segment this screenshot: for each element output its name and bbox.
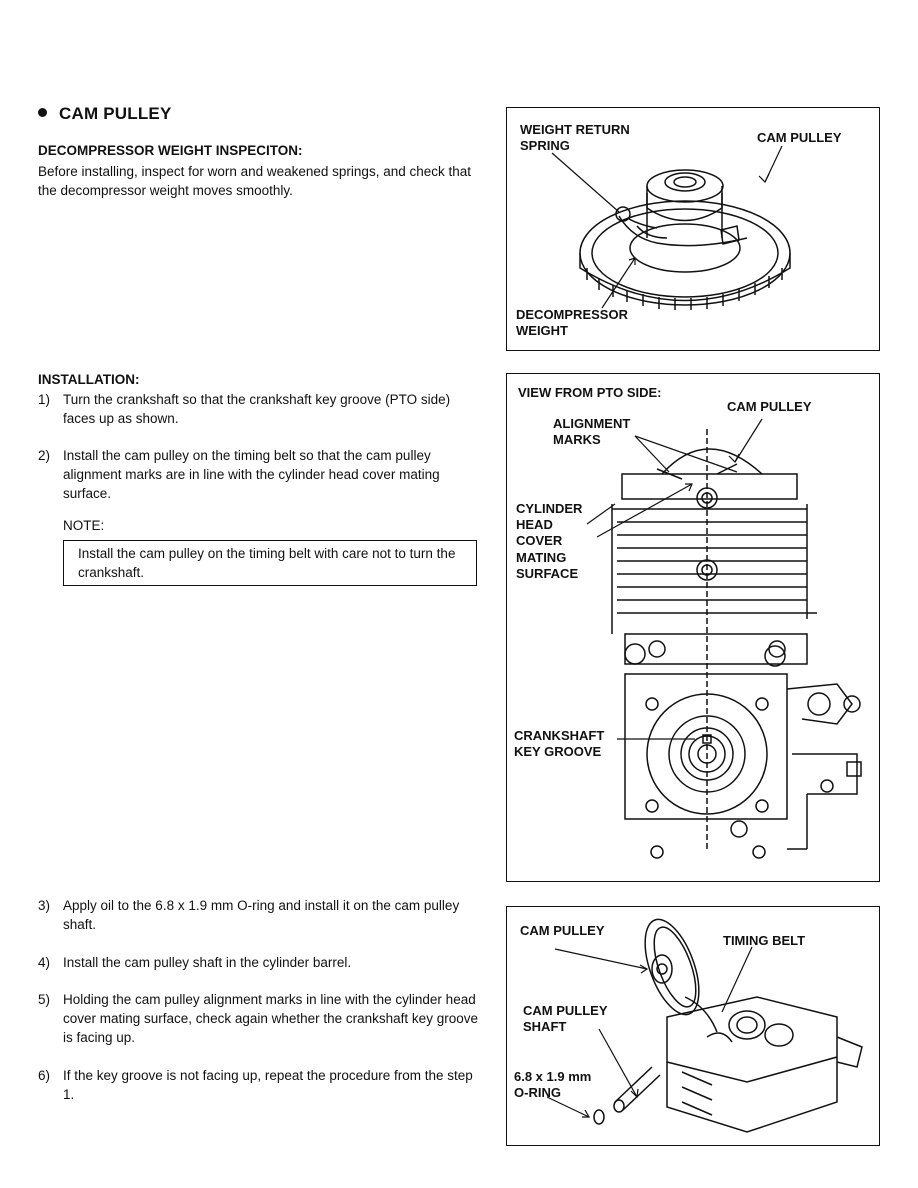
- step-3: 3) Apply oil to the 6.8 x 1.9 mm O-ring …: [38, 896, 478, 934]
- figure-shaft-install: CAM PULLEY TIMING BELT CAM PULLEY SHAFT …: [506, 906, 880, 1146]
- label-timing-belt: TIMING BELT: [723, 933, 806, 948]
- label-cam-pulley: CAM PULLEY: [727, 399, 812, 414]
- label-cam-pulley-shaft-2: SHAFT: [523, 1019, 567, 1034]
- note-box: Install the cam pulley on the timing bel…: [63, 540, 477, 586]
- step-text: Holding the cam pulley alignment marks i…: [63, 992, 478, 1045]
- label-cylinder-head-cover: CYLINDER: [516, 501, 583, 516]
- section-title: CAM PULLEY: [59, 104, 172, 123]
- label-view-from-pto: VIEW FROM PTO SIDE:: [518, 385, 662, 400]
- installation-steps: 1) Turn the crankshaft so that the crank…: [38, 0, 478, 1188]
- label-decompressor-weight-2: WEIGHT: [516, 323, 568, 338]
- label-mating-surface-2: SURFACE: [516, 566, 579, 581]
- label-alignment-marks-2: MARKS: [553, 432, 601, 447]
- step-number: 2): [38, 448, 51, 463]
- step-text: Turn the crankshaft so that the cranksha…: [63, 392, 451, 426]
- step-5: 5) Holding the cam pulley alignment mark…: [38, 990, 478, 1047]
- step-number: 4): [38, 955, 51, 970]
- cam-pulley-drawing: [551, 145, 791, 310]
- label-cam-pulley: CAM PULLEY: [520, 923, 605, 938]
- figure-pto-view: VIEW FROM PTO SIDE: CAM PULLEY ALIGNMENT…: [506, 373, 880, 882]
- label-cam-pulley: CAM PULLEY: [757, 130, 842, 145]
- label-alignment-marks: ALIGNMENT: [553, 416, 631, 431]
- label-crankshaft-key-groove-2: KEY GROOVE: [514, 744, 602, 759]
- step-text: Install the cam pulley on the timing bel…: [63, 448, 440, 501]
- figure-decompressor: WEIGHT RETURN SPRING CAM PULLEY DECOMPRE…: [506, 107, 880, 351]
- step-text: Apply oil to the 6.8 x 1.9 mm O-ring and…: [63, 898, 460, 932]
- inspection-body: Before installing, inspect for worn and …: [38, 164, 472, 198]
- step-6: 6) If the key groove is not facing up, r…: [38, 1066, 478, 1104]
- step-number: 6): [38, 1068, 51, 1083]
- step-2: 2) Install the cam pulley on the timing …: [38, 446, 478, 503]
- bullet-icon: [38, 108, 47, 118]
- step-4: 4) Install the cam pulley shaft in the c…: [38, 953, 478, 972]
- label-decompressor-weight: DECOMPRESSOR: [516, 307, 628, 322]
- engine-pto-drawing: [586, 418, 862, 859]
- installation-title: INSTALLATION:: [38, 372, 140, 387]
- step-text: If the key groove is not facing up, repe…: [63, 1068, 473, 1102]
- step-text: Install the cam pulley shaft in the cyli…: [63, 955, 352, 970]
- label-mating-surface: MATING: [516, 550, 567, 565]
- label-cylinder-head-cover-3: COVER: [516, 533, 563, 548]
- label-cylinder-head-cover-2: HEAD: [516, 517, 553, 532]
- step-number: 3): [38, 898, 51, 913]
- step-1: 1) Turn the crankshaft so that the crank…: [38, 390, 478, 428]
- section-heading: CAM PULLEY: [38, 104, 172, 124]
- label-o-ring: O-RING: [514, 1085, 561, 1100]
- step-number: 1): [38, 392, 51, 407]
- label-weight-return-spring: WEIGHT RETURN: [520, 122, 630, 137]
- shaft-install-drawing: [546, 918, 863, 1133]
- label-o-ring-size: 6.8 x 1.9 mm: [514, 1069, 592, 1084]
- inspection-title: DECOMPRESSOR WEIGHT INSPECITON:: [38, 143, 303, 158]
- step-number: 5): [38, 992, 51, 1007]
- note-label: NOTE:: [63, 518, 105, 533]
- label-crankshaft-key-groove: CRANKSHAFT: [514, 728, 605, 743]
- label-weight-return-spring-2: SPRING: [520, 138, 570, 153]
- label-cam-pulley-shaft: CAM PULLEY: [523, 1003, 608, 1018]
